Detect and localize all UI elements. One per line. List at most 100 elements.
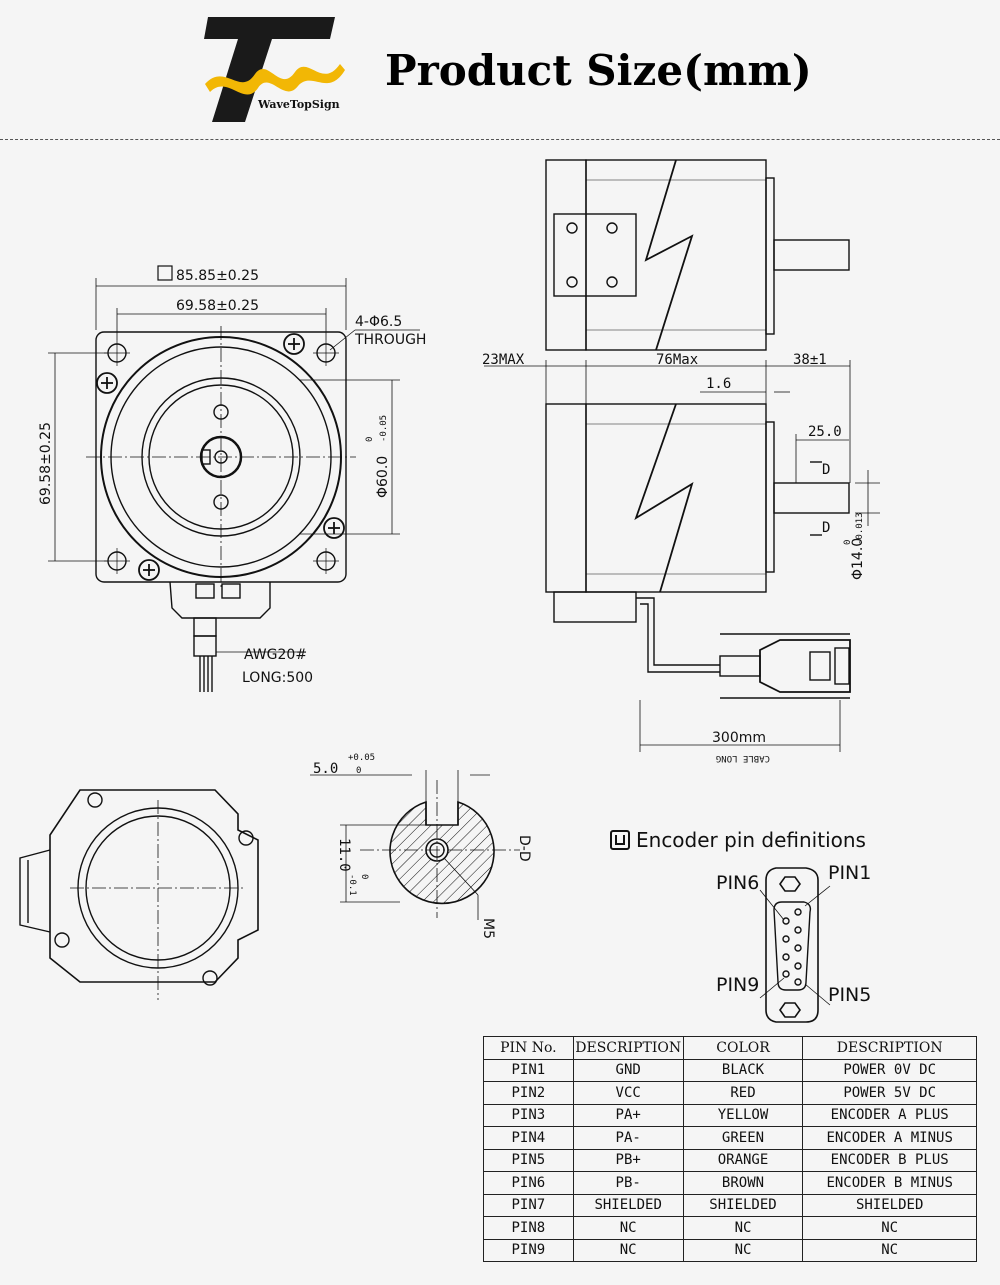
table-cell: PIN1 <box>483 1058 574 1082</box>
dimension-labels: 85.85±0.25 69.58±0.25 69.58±0.25 4-Φ6.5 … <box>38 265 866 939</box>
dim-hole-spacing-v: 69.58±0.25 <box>38 422 54 505</box>
bottom-side-view <box>484 360 880 752</box>
pin9-label: PIN9 <box>716 974 760 996</box>
table-cell: NC <box>572 1238 684 1262</box>
table-cell: ENCODER B MINUS <box>802 1171 977 1195</box>
table-cell: PIN5 <box>483 1148 574 1172</box>
table-header-cell: COLOR <box>682 1036 804 1060</box>
table-cell: ORANGE <box>682 1148 804 1172</box>
table-header-row: PIN No. DESCRIPTION COLOR DESCRIPTION <box>483 1036 977 1060</box>
dim-section-mark-top: D <box>822 462 830 478</box>
dim-pilot-tol-lower: -0.05 <box>379 415 389 442</box>
dim-hole-spacing-h: 69.58±0.25 <box>176 298 259 314</box>
dim-rear-len: 23MAX <box>482 352 525 368</box>
dim-flat-height: 11.0 <box>336 838 352 872</box>
dim-pilot-tol-upper: 0 <box>365 437 375 442</box>
table-cell: PIN3 <box>483 1103 574 1127</box>
table-cell: SHIELDED <box>802 1193 977 1217</box>
table-cell: PIN7 <box>483 1193 574 1217</box>
encoder-icon <box>610 830 630 850</box>
table-cell: PB- <box>572 1171 684 1195</box>
table-cell: RED <box>682 1081 804 1105</box>
dim-key-tol-lower: 0 <box>356 766 361 776</box>
table-cell: PIN9 <box>483 1238 574 1262</box>
table-cell: POWER 5V DC <box>802 1081 977 1105</box>
table-cell: PIN8 <box>483 1216 574 1240</box>
table-cell: BROWN <box>682 1171 804 1195</box>
dim-flat-tol-lower: -0.1 <box>347 874 357 896</box>
dim-outer-square: 85.85±0.25 <box>176 268 259 284</box>
top-side-view <box>545 159 850 351</box>
encoder-pin-title: Encoder pin definitions <box>610 828 866 852</box>
pin6-label: PIN6 <box>716 872 760 894</box>
table-cell: NC <box>802 1238 977 1262</box>
table-cell: PB+ <box>572 1148 684 1172</box>
cable-gland <box>169 581 300 692</box>
table-cell: NC <box>572 1216 684 1240</box>
table-cell: NC <box>682 1216 804 1240</box>
header-divider <box>0 139 1000 140</box>
table-cell: PIN6 <box>483 1171 574 1195</box>
db9-connector-diagram <box>759 867 831 1023</box>
dim-flange-thk: 1.6 <box>706 376 731 392</box>
table-cell: ENCODER A PLUS <box>802 1103 977 1127</box>
table-cell: NC <box>682 1238 804 1262</box>
rear-view <box>19 789 259 1000</box>
page-header: WaveTopSign Product Size(mm) <box>0 0 1000 140</box>
table-cell: VCC <box>572 1081 684 1105</box>
table-cell: GND <box>572 1058 684 1082</box>
shaft-section <box>310 770 520 920</box>
table-cell: ENCODER B PLUS <box>802 1148 977 1172</box>
page-title: Product Size(mm) <box>385 46 812 95</box>
dim-key-tol-upper: +0.05 <box>348 753 375 763</box>
screw-icons <box>96 333 345 581</box>
table-cell: PIN4 <box>483 1126 574 1150</box>
dim-body-len: 76Max <box>656 352 698 368</box>
table-cell: YELLOW <box>682 1103 804 1127</box>
pin5-label: PIN5 <box>828 984 872 1006</box>
dim-shaft-len: 38±1 <box>793 352 827 368</box>
dim-wire: AWG20# <box>244 647 307 663</box>
dim-shaft-dia: Φ14.0 <box>850 538 866 580</box>
section-label: D-D <box>516 835 532 862</box>
dim-pilot-dia: Φ60.0 <box>375 456 391 498</box>
table-cell: SHIELDED <box>682 1193 804 1217</box>
dim-shaft-tol-lower: -0.013 <box>855 512 865 545</box>
encoder-pin-title-text: Encoder pin definitions <box>636 828 866 852</box>
pin-definition-table: PIN No. DESCRIPTION COLOR DESCRIPTION PI… <box>483 1036 977 1262</box>
dim-thread: M5 <box>480 918 496 939</box>
table-cell: PIN2 <box>483 1081 574 1105</box>
table-header-cell: PIN No. <box>483 1036 574 1060</box>
dim-wire-long: LONG:500 <box>242 670 313 686</box>
table-cell: GREEN <box>682 1126 804 1150</box>
dim-cable-len: 300mm <box>712 730 766 746</box>
table-cell: SHIELDED <box>572 1193 684 1217</box>
table-cell: BLACK <box>682 1058 804 1082</box>
table-cell: POWER 0V DC <box>802 1058 977 1082</box>
dim-key-width: 5.0 <box>313 761 338 777</box>
pin1-label: PIN1 <box>828 862 872 884</box>
dim-key-len: 25.0 <box>808 424 842 440</box>
dim-through: THROUGH <box>354 332 426 348</box>
dim-shaft-tol-upper: 0 <box>843 540 853 545</box>
dim-cable-note: CABLE LONG <box>716 753 770 763</box>
table-cell: PA- <box>572 1126 684 1150</box>
dim-section-mark-bottom: D <box>822 520 830 536</box>
brand-logo <box>204 17 345 122</box>
dim-holes: 4-Φ6.5 <box>355 314 402 330</box>
dim-flat-tol-upper: 0 <box>359 874 369 879</box>
front-view <box>48 278 420 692</box>
table-cell: ENCODER A MINUS <box>802 1126 977 1150</box>
table-header-cell: DESCRIPTION <box>572 1036 684 1060</box>
table-cell: NC <box>802 1216 977 1240</box>
